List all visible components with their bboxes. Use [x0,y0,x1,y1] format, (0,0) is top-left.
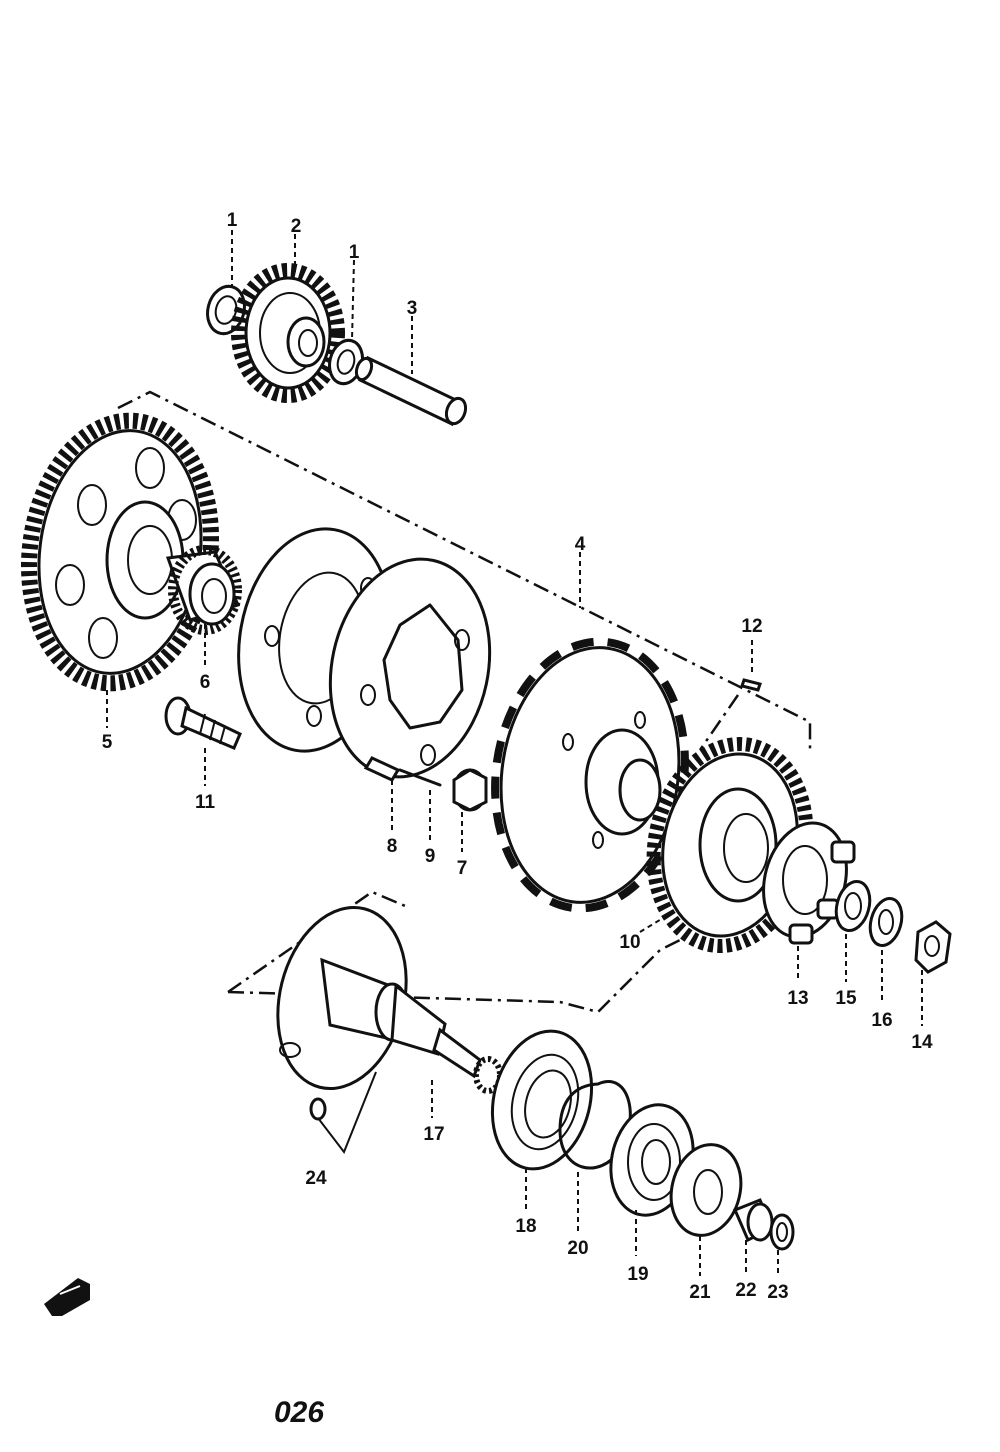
washer-16 [868,896,904,948]
callout-part-7: 7 [457,858,468,879]
callout-part-20: 20 [567,1238,588,1259]
callout-part-19: 19 [627,1264,648,1285]
key-12 [740,678,762,692]
front-arrow-icon [44,1278,90,1316]
callout-part-13: 13 [787,988,808,1009]
callout-part-8: 8 [387,836,398,857]
callout-part-11: 11 [195,792,216,813]
hub-13 [762,821,856,945]
callout-part-1a: 1 [227,210,238,231]
pin-24 [309,1071,377,1155]
callout-part-9: 9 [425,846,436,867]
callout-part-15: 15 [835,988,857,1009]
spacer-22 [733,1198,774,1243]
o-ring-23 [769,1213,795,1251]
callout-part-16: 16 [871,1010,892,1031]
circlip-20 [558,1080,632,1170]
nut-14 [914,920,952,974]
idler-shaft-3 [354,355,468,427]
callout-part-12: 12 [741,616,762,637]
bearing-housing-18 [490,1029,594,1171]
callout-labels: 1 2 1 3 4 5 6 11 8 9 7 12 10 13 15 16 14… [102,210,933,1303]
callout-part-5: 5 [102,732,113,753]
washer-15 [834,879,872,933]
bolt-11 [164,696,242,750]
callout-part-21: 21 [689,1282,711,1303]
callout-part-2: 2 [291,216,302,237]
callout-part-22: 22 [735,1280,756,1301]
seal-21 [669,1143,743,1237]
idler-gear-2 [231,263,345,403]
shaft-17 [276,905,503,1094]
callout-part-17: 17 [423,1124,444,1145]
callout-part-24: 24 [305,1168,327,1189]
page-code: 026 [274,1396,324,1429]
leader-lines [106,230,923,1276]
callout-part-18: 18 [515,1216,536,1237]
callout-part-10: 10 [619,932,640,953]
starter-driven-gear-5 [21,412,219,692]
callout-part-14: 14 [911,1032,933,1053]
washer-1-left [206,284,246,336]
callout-part-6: 6 [200,672,211,693]
callout-part-4: 4 [575,534,586,555]
assembly-bracket [117,390,812,1014]
needle-bearing-6 [165,545,242,635]
clutch-housing-4 [491,637,689,913]
callout-part-1b: 1 [349,242,360,263]
callout-part-3: 3 [407,298,418,319]
callout-part-23: 23 [767,1282,788,1303]
